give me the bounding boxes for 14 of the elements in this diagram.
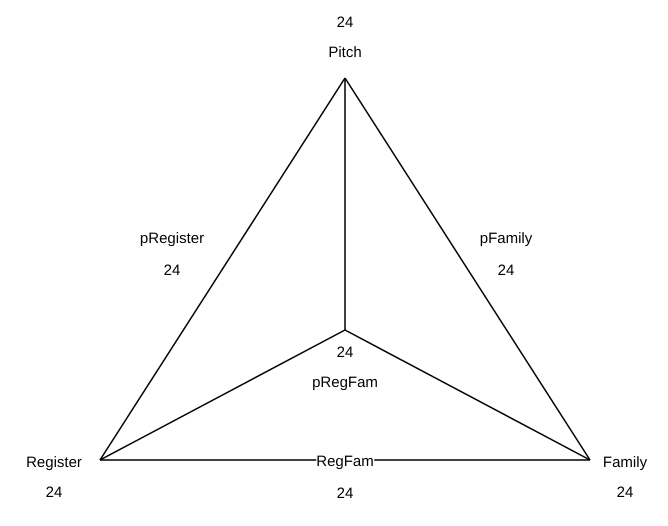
node-label: Pitch xyxy=(328,43,362,63)
connector-line xyxy=(100,459,590,461)
node-label: Register xyxy=(26,453,82,473)
node-label: pRegFam xyxy=(312,373,378,393)
connector-line xyxy=(344,78,346,330)
connector-line xyxy=(344,329,590,461)
node-label: Family xyxy=(602,453,648,473)
value-label: 24 xyxy=(336,343,354,363)
value-label: 24 xyxy=(616,483,634,503)
connector-line xyxy=(344,78,591,460)
connector-line xyxy=(100,329,346,461)
value-label: 24 xyxy=(46,483,62,503)
connector-line xyxy=(99,78,346,460)
value-label: 24 xyxy=(336,13,354,33)
